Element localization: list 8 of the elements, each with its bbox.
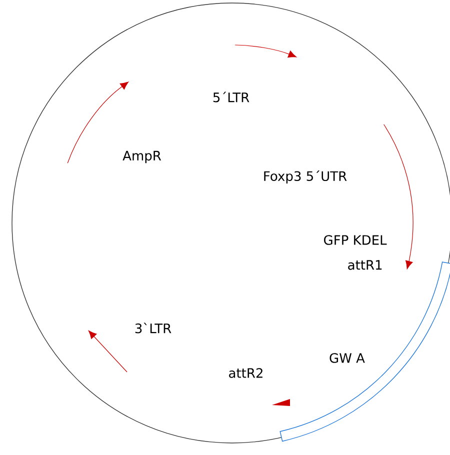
feature-label: 5´LTR [213,92,250,102]
feature-label: attR1 [348,260,382,270]
feature-label: Foxp3 5´UTR [264,170,347,184]
feature-label: attR2 [229,368,262,378]
feature-label: GW A [330,353,365,363]
feature-label: 3`LTR [135,322,172,334]
feature-label: AmpR [122,150,162,164]
feature-label: GFP KDEL [324,235,387,245]
